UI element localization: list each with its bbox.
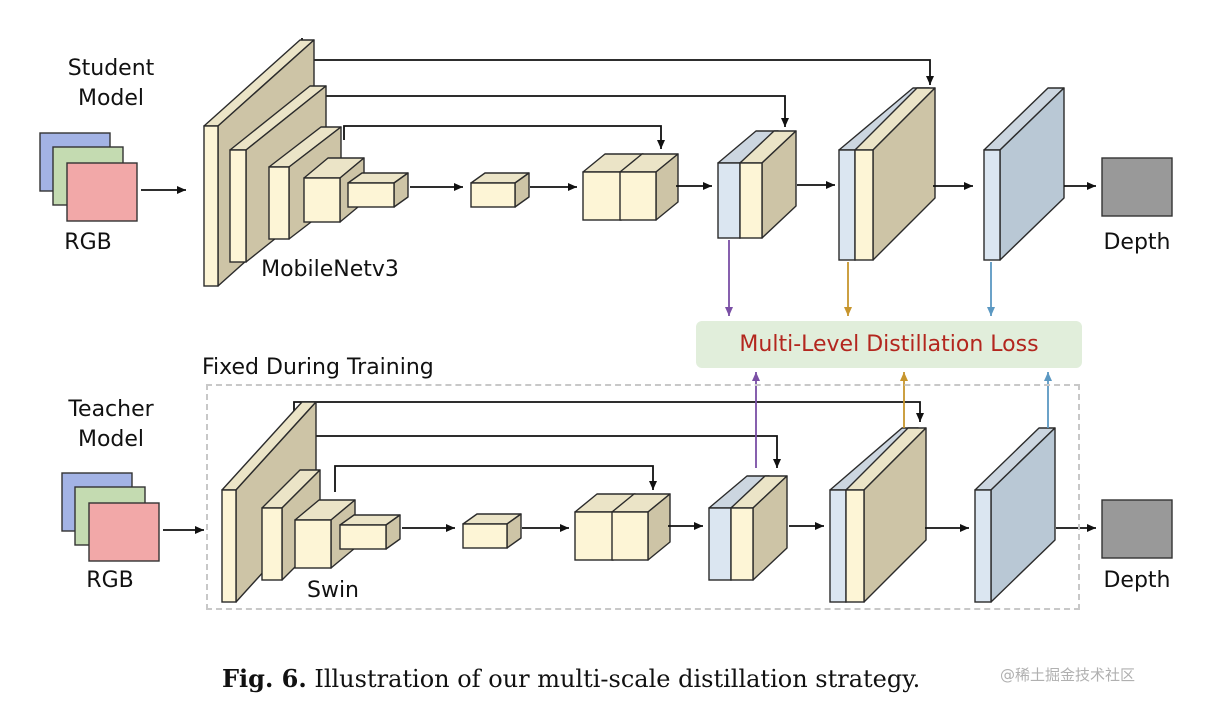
teacher-skip-connection-3 — [334, 465, 657, 492]
student-skip-connection-1 — [301, 38, 934, 85]
teacher-decoder-stage2-block-2 — [730, 475, 788, 581]
student-title-line2: Model — [77, 86, 145, 111]
student-title-line1: Student — [67, 56, 155, 81]
student-depth-output — [1101, 157, 1173, 217]
teacher-encoder-block-4 — [339, 514, 401, 550]
teacher-decoder-stage3-block-2 — [845, 427, 927, 603]
teacher-decoder-stage4-block-1 — [974, 427, 1056, 603]
watermark: @稀土掘金技术社区 — [1000, 666, 1136, 684]
student-decoder-stage2-block-2 — [739, 130, 797, 239]
teacher-rgb-label: RGB — [86, 568, 134, 593]
teacher-depth-output — [1101, 499, 1173, 559]
student-decoder-stage3-block-2 — [854, 87, 936, 261]
fixed-during-training-region — [206, 384, 1080, 610]
distillation-loss-box: Multi-Level Distillation Loss — [696, 321, 1082, 368]
student-encoder-block-5 — [347, 172, 409, 208]
student-skip-connection-2 — [311, 84, 789, 127]
teacher-title-line1: Teacher — [68, 397, 154, 422]
student-decoder-stage1-block-2 — [619, 153, 679, 221]
student-encoder-label: MobileNetv3 — [261, 257, 399, 282]
teacher-bridge-block-1 — [462, 513, 522, 549]
student-decoder-stage4-block-1 — [983, 87, 1065, 261]
teacher-encoder-label: Swin — [306, 578, 359, 603]
student-rgb-input-stack — [39, 132, 138, 222]
teacher-decoder-stage1-block-2 — [611, 493, 671, 561]
figure-caption: Fig. 6. Illustration of our multi-scale … — [222, 664, 920, 694]
fixed-during-training-label: Fixed During Training — [202, 355, 434, 380]
teacher-title-line2: Model — [77, 427, 145, 452]
student-bridge-block-1 — [470, 172, 530, 208]
student-skip-connection-3 — [343, 125, 665, 149]
caption-text: Illustration of our multi-scale distilla… — [314, 665, 921, 693]
student-depth-label: Depth — [1103, 230, 1171, 255]
student-rgb-label: RGB — [64, 230, 112, 255]
teacher-depth-label: Depth — [1103, 568, 1171, 593]
teacher-rgb-input-stack — [61, 472, 160, 562]
caption-prefix: Fig. 6. — [222, 664, 307, 693]
